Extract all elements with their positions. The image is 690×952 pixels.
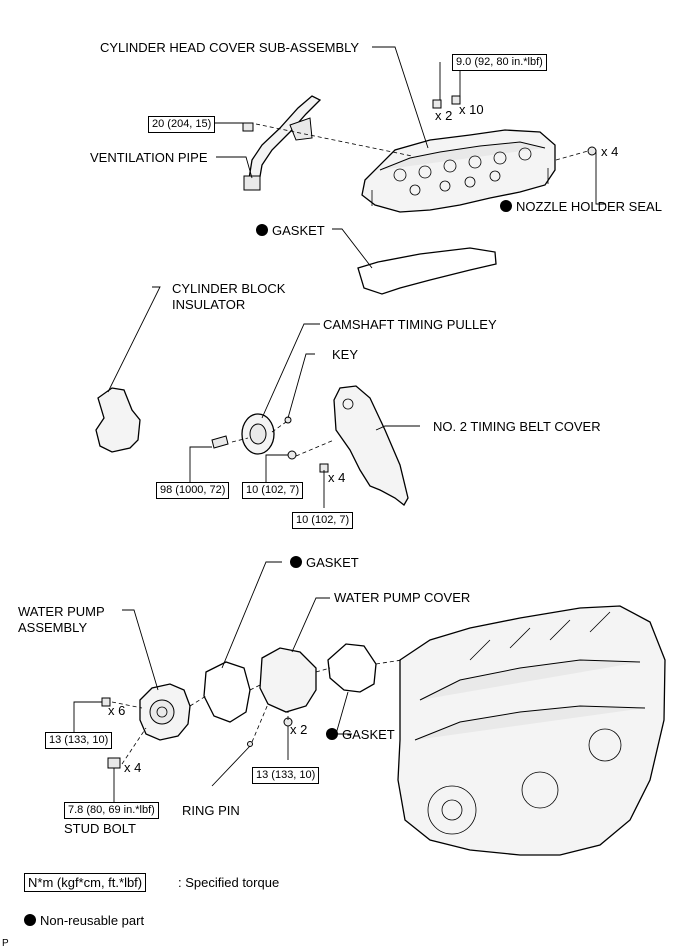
torque-cover-bolts: 10 (102, 7) xyxy=(292,512,354,529)
label-water-pump-cover: WATER PUMP COVER xyxy=(334,590,471,605)
label-gasket-cover: GASKET xyxy=(326,727,395,742)
label-ventilation-pipe: VENTILATION PIPE xyxy=(90,150,208,165)
qty-nozzle-seals: x 4 xyxy=(601,144,619,159)
nonreusable-dot-icon xyxy=(326,728,338,740)
qty-pump-bolts: x 6 xyxy=(108,703,126,718)
label-camshaft-timing-pulley: CAMSHAFT TIMING PULLEY xyxy=(323,317,497,332)
torque-pump-bolts: 13 (133, 10) xyxy=(45,732,113,749)
label-cylinder-head-cover: CYLINDER HEAD COVER SUB-ASSEMBLY xyxy=(100,40,360,55)
camshaft-timing-pulley-part xyxy=(241,413,275,455)
water-pump-gasket-part xyxy=(203,661,251,723)
label-water-pump-assembly-1: WATER PUMP xyxy=(18,604,105,619)
engine-block-part xyxy=(397,605,666,856)
torque-head-cover-bolts: 9.0 (92, 80 in.*lbf) xyxy=(452,54,547,71)
head-cover-bolt-part xyxy=(451,95,461,105)
qty-head-cover-bolts: x 10 xyxy=(459,102,484,117)
stud-bolt-part xyxy=(107,757,121,769)
label-cylinder-block-insulator-1: CYLINDER BLOCK xyxy=(172,281,286,296)
cylinder-head-cover-part xyxy=(361,129,556,213)
label-cylinder-block-insulator-2: INSULATOR xyxy=(172,297,246,312)
no2-timing-belt-cover-part xyxy=(333,385,409,506)
label-gasket-pump: GASKET xyxy=(290,555,359,570)
legend-torque-unit: N*m (kgf*cm, ft.*lbf) xyxy=(24,873,147,892)
qty-cover-bolts: x 4 xyxy=(328,470,346,485)
cover-nut-part xyxy=(287,450,297,460)
head-cover-gasket-part xyxy=(357,247,497,295)
label-key: KEY xyxy=(332,347,359,362)
legend-torque-text: : Specified torque xyxy=(178,875,280,890)
nozzle-seal-part xyxy=(587,146,597,156)
ventilation-pipe-part xyxy=(243,95,322,191)
legend-nonreusable-text: Non-reusable part xyxy=(40,913,145,928)
label-nozzle-holder-seal: NOZZLE HOLDER SEAL xyxy=(500,199,662,214)
water-pump-cover-gasket-part xyxy=(327,643,377,693)
qty-head-cover-nuts: x 2 xyxy=(435,108,453,123)
torque-pulley-bolt: 98 (1000, 72) xyxy=(156,482,230,499)
ring-pin-part xyxy=(247,741,253,747)
label-ring-pin: RING PIN xyxy=(182,803,240,818)
nozzle-holder-seal-text: NOZZLE HOLDER SEAL xyxy=(516,199,662,214)
head-cover-nut-part xyxy=(432,99,442,109)
nonreusable-dot-icon xyxy=(500,200,512,212)
gasket-head-cover-text: GASKET xyxy=(272,223,325,238)
pump-bolt-part xyxy=(101,697,111,707)
torque-cover-nut: 10 (102, 7) xyxy=(242,482,304,499)
alignment-lines xyxy=(111,123,589,765)
legend-nonreusable: Non-reusable part xyxy=(24,913,144,928)
label-stud-bolt: STUD BOLT xyxy=(64,821,136,836)
nonreusable-dot-icon xyxy=(24,914,36,926)
gasket-pump-text: GASKET xyxy=(306,555,359,570)
torque-ventilation-pipe-bolt: 20 (204, 15) xyxy=(148,116,216,133)
cylinder-block-insulator-part xyxy=(95,387,141,453)
label-water-pump-assembly-2: ASSEMBLY xyxy=(18,620,88,635)
ventilation-bolt-part xyxy=(242,122,254,132)
torque-pump-cover-nuts: 13 (133, 10) xyxy=(252,767,320,784)
footer-code: P xyxy=(2,938,9,949)
qty-pump-cover-nuts: x 2 xyxy=(290,722,308,737)
cover-bolt-part xyxy=(319,463,329,473)
gasket-cover-text: GASKET xyxy=(342,727,395,742)
torque-stud-bolt: 7.8 (80, 69 in.*lbf) xyxy=(64,802,159,819)
pulley-bolt-part xyxy=(211,435,229,449)
qty-stud-bolts: x 4 xyxy=(124,760,142,775)
water-pump-assembly-part xyxy=(139,683,191,741)
label-gasket-head-cover: GASKET xyxy=(256,223,325,238)
nonreusable-dot-icon xyxy=(290,556,302,568)
label-no2-timing-belt-cover: NO. 2 TIMING BELT COVER xyxy=(433,419,601,434)
water-pump-cover-part xyxy=(259,647,317,713)
nonreusable-dot-icon xyxy=(256,224,268,236)
